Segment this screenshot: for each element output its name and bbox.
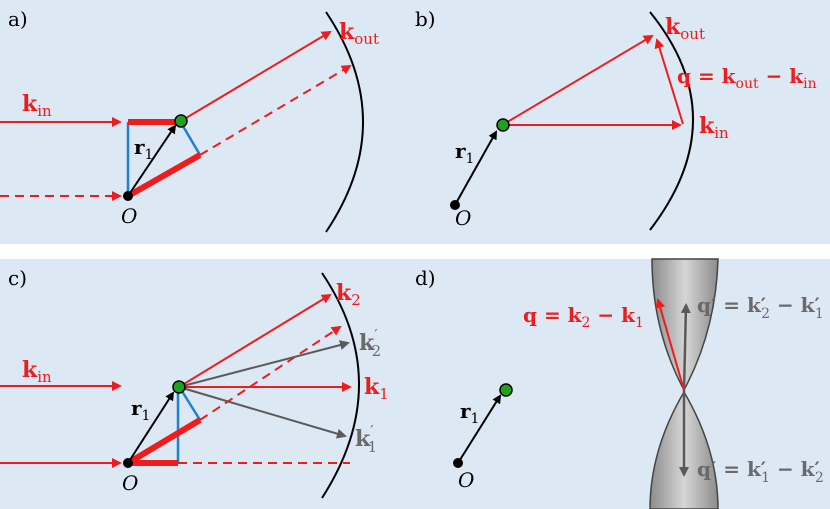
ewald-sphere-arc: [649, 11, 694, 231]
path-segment-out: [126, 152, 202, 199]
q-prime-up-arrow: [680, 303, 691, 392]
panel-c: c) kin k2 k′2 k1 k′1 r1 O: [0, 266, 389, 499]
ewald-sphere-arc: [321, 272, 360, 499]
path-diff-perp: [178, 387, 202, 421]
panel-b: b) kout kin q = kout − kin r1 O: [415, 7, 817, 231]
svg-text:kout: kout: [665, 14, 705, 43]
origin-point: [123, 458, 133, 468]
k2-prime-arrow: [178, 340, 350, 388]
origin-label: O: [122, 471, 138, 495]
k-out-arrow: [503, 34, 654, 125]
svg-text:kin: kin: [22, 91, 52, 120]
q-equation: q = k2 − k1: [523, 303, 644, 331]
svg-text:kout: kout: [339, 19, 379, 48]
r1-arrow: [454, 130, 497, 206]
r1-arrow: [127, 124, 177, 197]
panel-a-tag: a): [8, 7, 28, 31]
origin-point: [123, 191, 133, 201]
k-out-arrow: [180, 30, 332, 122]
svg-text:kin: kin: [699, 113, 729, 142]
r1-arrow: [457, 394, 502, 464]
svg-text:k1: k1: [364, 374, 389, 403]
origin-point: [450, 200, 460, 210]
svg-text:k′1: k′1: [355, 422, 377, 456]
r1-arrow: [127, 391, 175, 464]
scatterer-point: [174, 114, 188, 128]
q-arrow: [655, 298, 685, 391]
q-arrow: [654, 38, 684, 125]
q-prime-bottom-equation: q′ = k′1 − k′2: [697, 457, 824, 486]
scatterer-point: [172, 380, 186, 394]
svg-text:r1: r1: [455, 139, 474, 167]
scatterer-point: [499, 383, 513, 397]
svg-text:k′2: k′2: [359, 326, 381, 360]
origin-point: [453, 458, 463, 468]
k2-arrow: [178, 293, 332, 388]
q-prime-top-equation: q′ = k′2 − k′1: [697, 293, 824, 322]
svg-text:kin: kin: [22, 357, 52, 386]
panel-d: d) q = k2 − k1 q′ = k′2 − k′1 q′ = k′1 −…: [415, 258, 824, 509]
scatterer-point: [496, 118, 510, 132]
q-equation: q = kout − kin: [677, 64, 817, 92]
svg-text:k2: k2: [336, 280, 361, 309]
k1-prime-arrow: [178, 386, 347, 439]
panel-a: a) kin kout r1 O: [0, 7, 379, 233]
origin-label: O: [458, 468, 474, 492]
origin-label: O: [455, 206, 471, 230]
origin-label: O: [121, 204, 137, 228]
panel-c-tag: c): [8, 266, 27, 290]
k-out-dashed-arrow: [199, 64, 352, 156]
ewald-sphere-arc: [325, 11, 364, 233]
svg-text:r1: r1: [134, 135, 153, 163]
k2-dashed-arrow: [199, 325, 342, 421]
svg-text:r1: r1: [460, 399, 479, 427]
panel-d-tag: d): [415, 266, 436, 290]
panel-b-tag: b): [415, 7, 436, 31]
path-segment-out: [126, 417, 202, 466]
svg-text:r1: r1: [131, 396, 150, 424]
